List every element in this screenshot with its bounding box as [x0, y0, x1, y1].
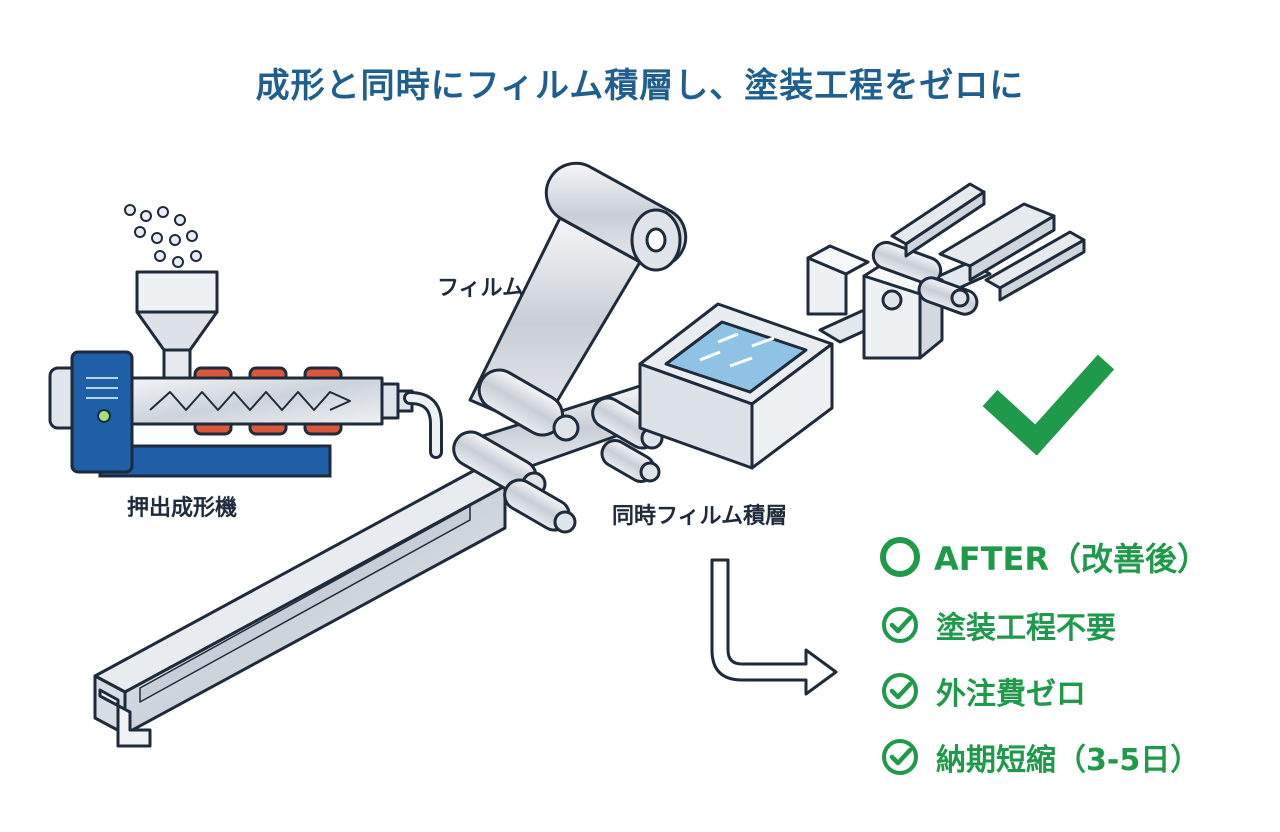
after-item-text: 外注費ゼロ	[936, 677, 1086, 712]
page-title: 成形と同時にフィルム積層し、塗装工程をゼロに	[255, 66, 1025, 106]
checkmark-icon	[982, 354, 1115, 456]
cooling-tank	[638, 302, 834, 470]
puller	[806, 240, 992, 360]
after-item: 納期短縮（3-5日）	[880, 735, 1260, 779]
circle-icon	[880, 537, 920, 577]
after-item-text: 納期短縮（3-5日）	[936, 743, 1201, 778]
after-heading-text: AFTER（改善後）	[934, 540, 1209, 578]
cut-products	[890, 182, 1086, 302]
lamination-label: 同時フィルム積層	[612, 504, 788, 529]
check-circle-icon	[882, 739, 918, 775]
check-circle-icon	[882, 673, 918, 709]
extruded-profile	[93, 468, 507, 748]
after-panel: AFTER（改善後） 塗装工程不要 外注費ゼロ 納期短縮（3-5日）	[880, 533, 1260, 779]
arrow-down-right-icon	[710, 558, 838, 696]
after-item: 外注費ゼロ	[880, 669, 1260, 713]
after-item-text: 塗装工程不要	[936, 611, 1116, 646]
after-heading: AFTER（改善後）	[880, 533, 1260, 581]
lamination-rollers	[452, 368, 664, 534]
hopper	[135, 270, 219, 380]
extruder-label: 押出成形機	[127, 496, 238, 521]
check-circle-icon	[882, 607, 918, 643]
film-label: フィルム	[437, 276, 525, 301]
film-roll	[544, 161, 688, 272]
after-item: 塗装工程不要	[880, 603, 1260, 647]
extruder-base	[98, 444, 332, 478]
